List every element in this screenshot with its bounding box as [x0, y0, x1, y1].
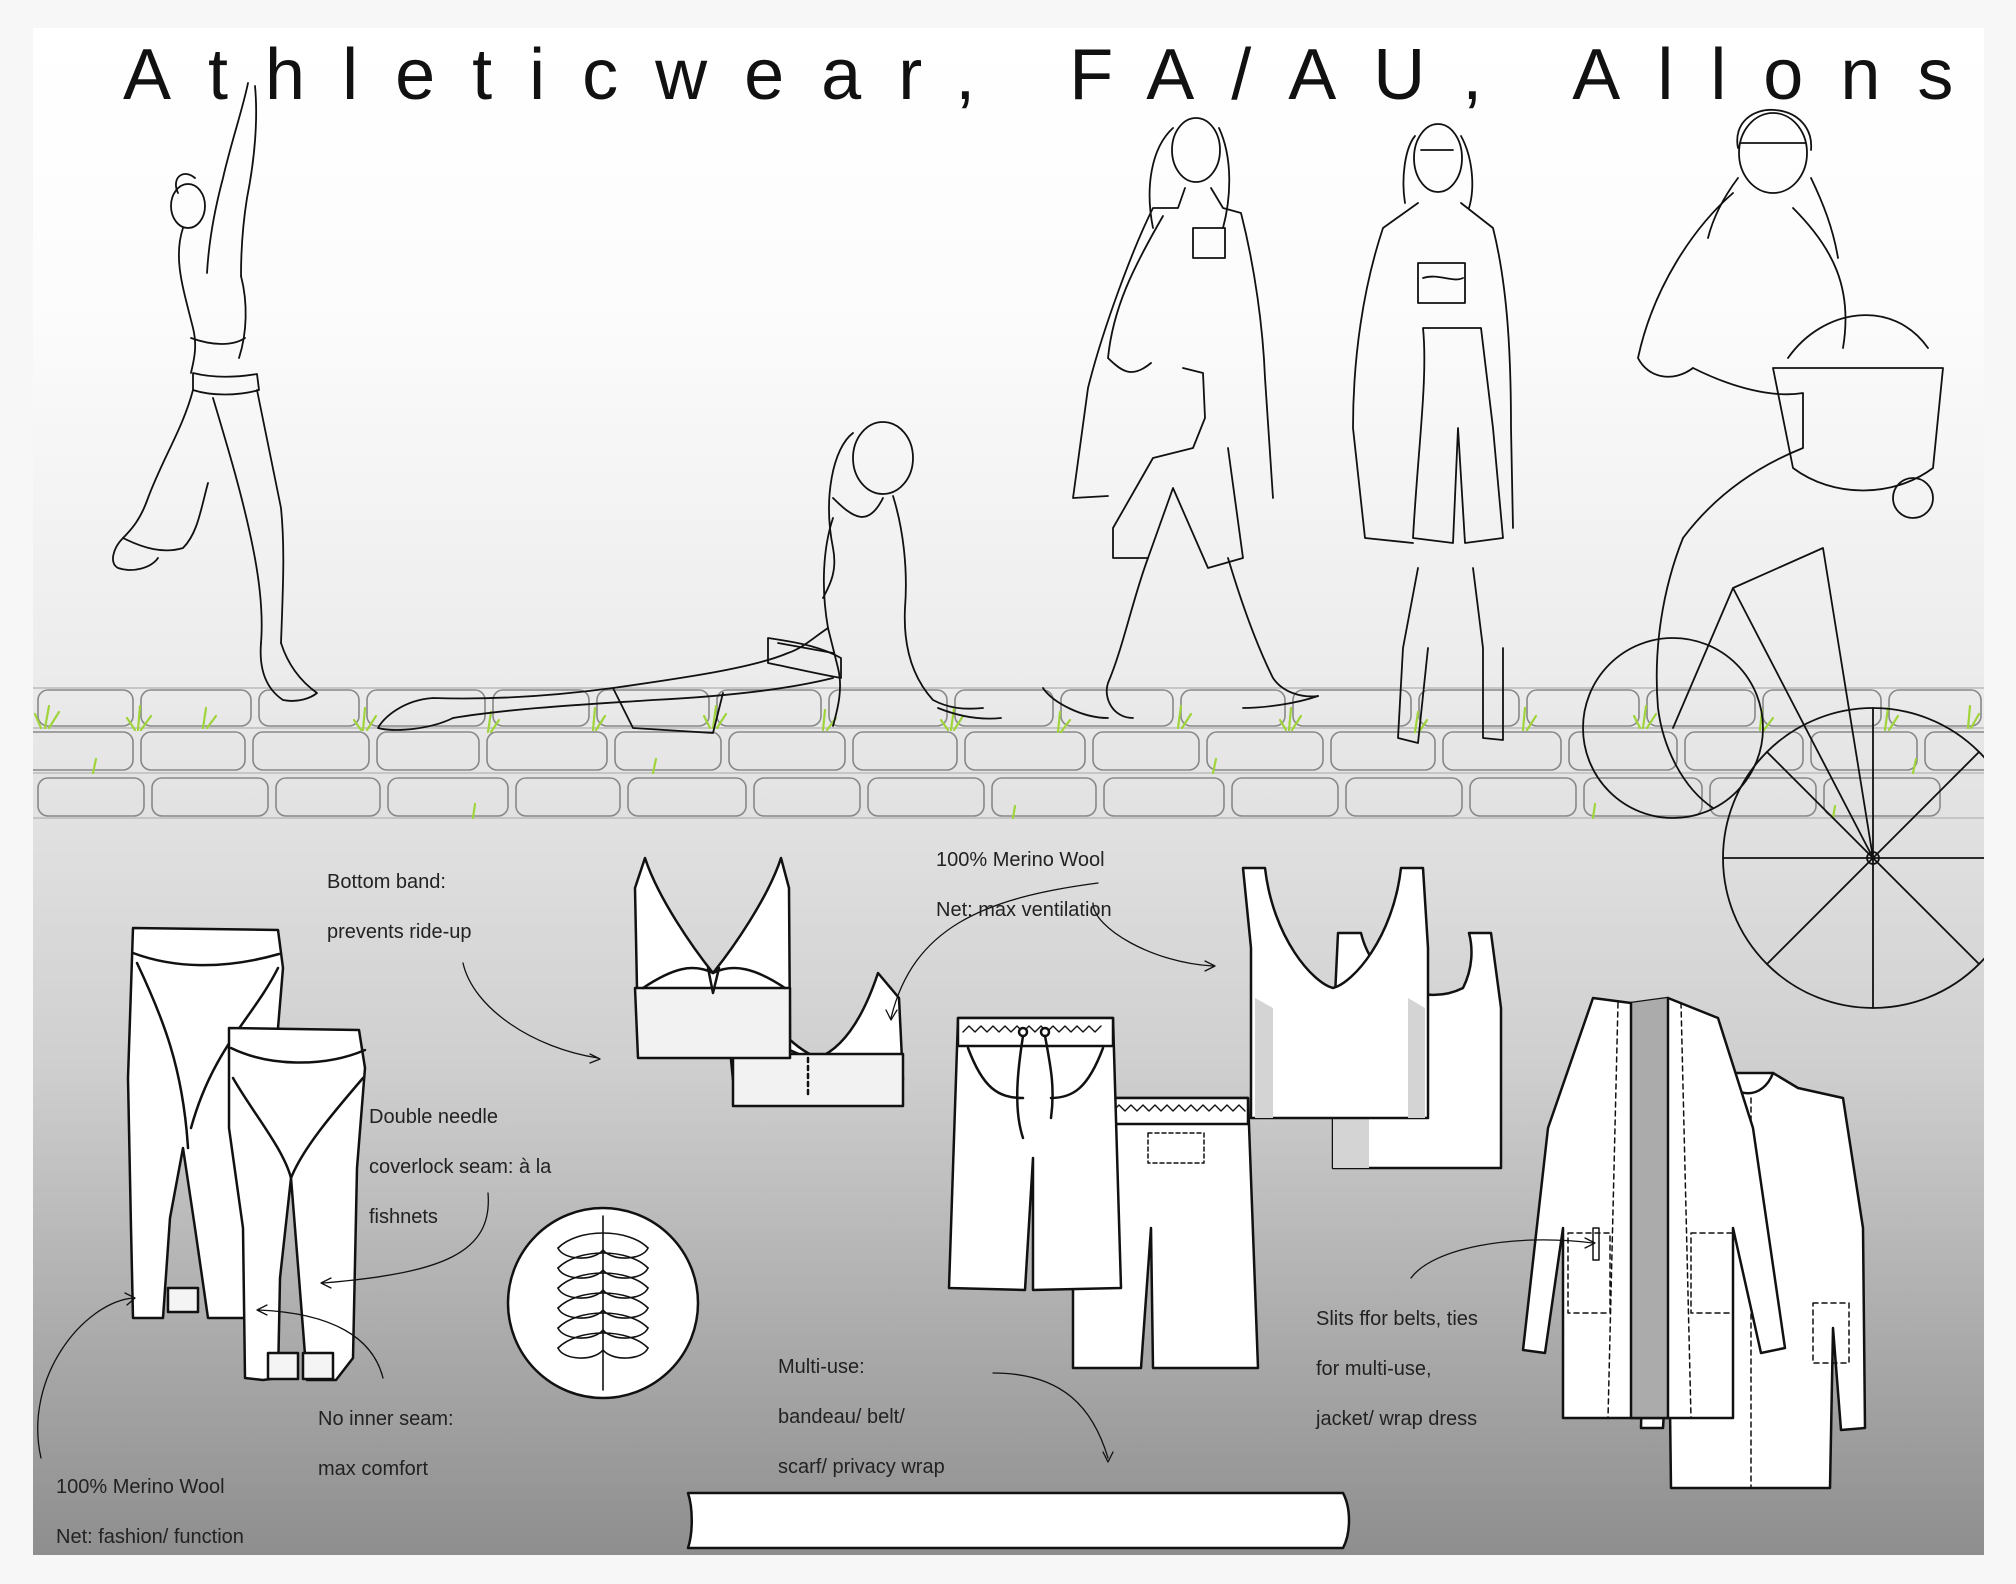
note-legging-fabric-line2: Net: fashion/ function [56, 1526, 244, 1548]
sports-bra-flats [633, 856, 905, 1108]
note-coverlock-line3: fishnets [369, 1206, 438, 1228]
note-multi-use-line1: Multi-use: [778, 1356, 865, 1378]
figure-cyclist [1582, 109, 1984, 1009]
multi-use-band [686, 1491, 1351, 1550]
jacket-front [1521, 996, 1787, 1420]
figure-cobra-pose [377, 421, 1002, 734]
note-coverlock-seam: Double needle coverlock seam: à la fishn… [369, 1080, 551, 1255]
legging-front [227, 1026, 367, 1382]
shorts-back [1071, 1096, 1260, 1370]
figure-stretching [112, 82, 318, 702]
tank-top-flats [1241, 866, 1503, 1170]
illustration-canvas [33, 82, 1984, 1550]
fashion-board: Athleticwear, FA/AU, Allons-Y [33, 28, 1984, 1555]
grass-tufts [33, 704, 1981, 820]
note-bottom-band-line2: prevents ride-up [327, 921, 472, 943]
note-top-fabric-line1: 100% Merino Wool [936, 849, 1105, 871]
shorts-front [947, 1016, 1123, 1292]
note-coverlock-line2: coverlock seam: à la [369, 1156, 552, 1178]
note-no-inner-seam-line1: No inner seam: [318, 1408, 454, 1430]
note-multi-use-line2: bandeau/ belt/ [778, 1406, 905, 1428]
note-legging-fabric: 100% Merino Wool Net: fashion/ function [56, 1450, 244, 1555]
note-coverlock-line1: Double needle [369, 1106, 498, 1128]
note-bottom-band-line1: Bottom band: [327, 871, 446, 893]
leggings-flat [126, 926, 367, 1382]
figure-walking-coat [1042, 117, 1319, 719]
jacket-flats [1521, 996, 1867, 1490]
note-slits-line1: Slits ffor belts, ties [1316, 1308, 1478, 1330]
note-bottom-band: Bottom band: prevents ride-up [327, 845, 472, 970]
note-top-fabric: 100% Merino Wool Net: max ventilation [936, 823, 1112, 948]
bra-front [633, 856, 792, 1060]
note-multi-use-line3: scarf/ privacy wrap [778, 1456, 945, 1478]
seam-detail-circle [506, 1206, 700, 1400]
note-no-inner-seam-line2: max comfort [318, 1458, 429, 1480]
note-slits-line2: for multi-use, [1316, 1358, 1432, 1380]
note-top-fabric-line2: Net: max ventilation [936, 899, 1112, 921]
figure-standing-coat [1352, 123, 1514, 744]
note-legging-fabric-line1: 100% Merino Wool [56, 1476, 225, 1498]
shorts-flats [947, 1016, 1260, 1370]
note-slits-line3: jacket/ wrap dress [1316, 1408, 1478, 1430]
cobblestone-path [33, 687, 1984, 819]
note-no-inner-seam: No inner seam: max comfort [318, 1382, 454, 1507]
callout-arrows [37, 882, 1596, 1463]
note-multi-use: Multi-use: bandeau/ belt/ scarf/ privacy… [778, 1330, 945, 1505]
tank-front [1241, 866, 1430, 1120]
board-title: Athleticwear, FA/AU, Allons-Y [123, 35, 1984, 115]
note-slits: Slits ffor belts, ties for multi-use, ja… [1316, 1282, 1478, 1457]
